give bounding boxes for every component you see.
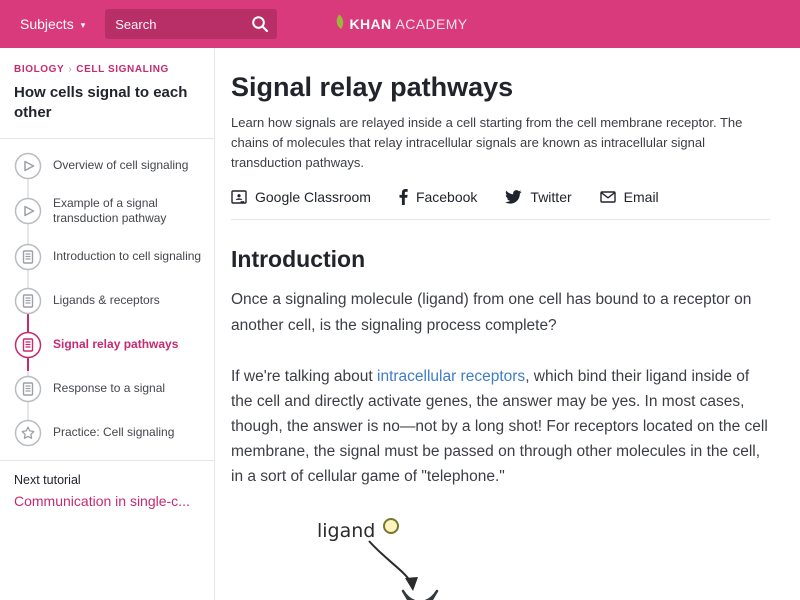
- main-content: Signal relay pathways Learn how signals …: [215, 48, 800, 600]
- page-description: Learn how signals are relayed inside a c…: [231, 115, 743, 171]
- twitter-icon: [505, 190, 522, 205]
- intracellular-receptors-link[interactable]: intracellular receptors: [377, 367, 526, 385]
- logo-khan-text: KHAN: [349, 16, 392, 32]
- sidebar-item-practice[interactable]: Practice: Cell signaling: [0, 411, 214, 455]
- share-label: Google Classroom: [255, 189, 371, 206]
- breadcrumb-separator: ›: [68, 64, 73, 75]
- next-tutorial-link[interactable]: Communication in single-c...: [14, 492, 190, 509]
- page-title: Signal relay pathways: [231, 72, 514, 102]
- next-tutorial-section: Next tutorial Communication in single-c.…: [0, 459, 214, 521]
- sidebar-item-ligands-receptors[interactable]: Ligands & receptors: [0, 279, 214, 323]
- article-body: Introduction Once a signaling molecule (…: [231, 246, 770, 600]
- sidebar-item-example-pathway[interactable]: Example of a signal transduction pathway: [0, 188, 214, 235]
- video-icon: [14, 197, 42, 225]
- article-icon-active: [14, 331, 42, 359]
- share-label: Email: [623, 189, 659, 206]
- google-classroom-share-button[interactable]: Google Classroom: [231, 189, 371, 205]
- lesson-list: Overview of cell signaling Example of a …: [0, 139, 214, 460]
- subjects-menu-button[interactable]: Subjects ▾: [14, 10, 91, 38]
- sidebar-item-label: Ligands & receptors: [53, 292, 160, 307]
- paragraph-text-after-link: , which bind their ligand inside of the …: [231, 367, 768, 486]
- breadcrumb-subject-link[interactable]: BIOLOGY: [14, 64, 65, 75]
- share-label: Facebook: [415, 189, 478, 206]
- lesson-sidebar: BIOLOGY›CELL SIGNALING How cells signal …: [0, 48, 215, 600]
- google-classroom-icon: [231, 189, 247, 205]
- leaf-icon: [332, 14, 345, 35]
- chevron-down-icon: ▾: [80, 19, 86, 30]
- email-share-button[interactable]: Email: [599, 189, 659, 206]
- star-icon: [14, 419, 42, 447]
- intro-paragraph-1: Once a signaling molecule (ligand) from …: [231, 291, 752, 334]
- logo-academy-text: ACADEMY: [395, 16, 468, 32]
- video-icon: [14, 152, 42, 180]
- ligand-arrowhead: [405, 577, 418, 592]
- cell-signaling-illustration: ligand receptor: [309, 515, 770, 600]
- sidebar-item-label: Introduction to cell signaling: [53, 248, 202, 263]
- search-box[interactable]: [105, 9, 278, 39]
- share-row: Google Classroom Facebook Twitter: [231, 189, 770, 221]
- tutorial-title: How cells signal to each other: [0, 75, 214, 139]
- sidebar-item-signal-relay-pathways[interactable]: Signal relay pathways: [0, 296, 214, 371]
- article-icon: [14, 243, 42, 271]
- sidebar-item-response-to-signal[interactable]: Response to a signal: [0, 367, 214, 411]
- sidebar-item-label: Signal relay pathways: [53, 336, 179, 351]
- sidebar-item-label: Response to a signal: [53, 380, 166, 395]
- sidebar-item-label: Practice: Cell signaling: [53, 424, 175, 439]
- next-tutorial-label: Next tutorial: [14, 472, 81, 487]
- sidebar-item-intro-cell-signaling[interactable]: Introduction to cell signaling: [0, 235, 214, 279]
- facebook-icon: [399, 189, 408, 206]
- sidebar-item-overview[interactable]: Overview of cell signaling: [0, 144, 214, 188]
- introduction-heading: Introduction: [231, 246, 366, 273]
- sidebar-item-label: Example of a signal transduction pathway: [53, 195, 167, 226]
- ligand-arrow: [368, 540, 411, 582]
- paragraph-text-before-link: If we're talking about: [231, 367, 377, 385]
- breadcrumb-topic-link[interactable]: CELL SIGNALING: [76, 64, 169, 75]
- subjects-label: Subjects: [20, 16, 74, 32]
- article-icon: [14, 287, 42, 315]
- search-icon[interactable]: [251, 15, 269, 33]
- breadcrumb: BIOLOGY›CELL SIGNALING: [0, 48, 214, 75]
- sidebar-item-label: Overview of cell signaling: [53, 157, 189, 172]
- ligand-label: ligand: [317, 520, 375, 542]
- twitter-share-button[interactable]: Twitter: [505, 189, 572, 206]
- intro-paragraph-2: If we're talking about intracellular rec…: [231, 364, 770, 490]
- ligand-dot: [383, 518, 399, 535]
- article-icon: [14, 375, 42, 403]
- share-label: Twitter: [530, 189, 572, 206]
- facebook-share-button[interactable]: Facebook: [399, 189, 478, 206]
- search-input[interactable]: [115, 16, 252, 32]
- receptor-cup: [401, 589, 439, 600]
- email-icon: [599, 191, 616, 204]
